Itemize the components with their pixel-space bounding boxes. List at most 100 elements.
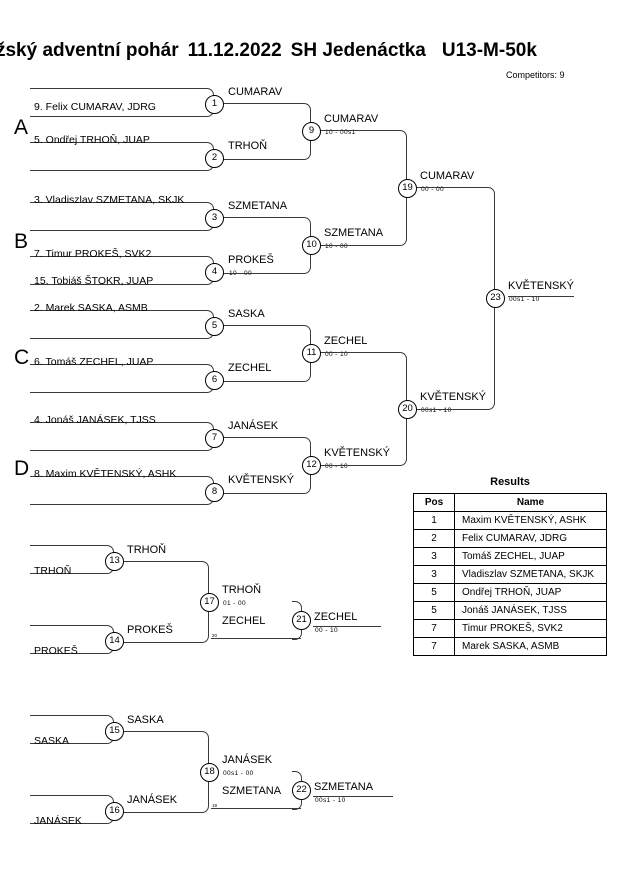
result-position: 3 — [413, 565, 455, 584]
match-8-number[interactable]: 8 — [205, 483, 224, 502]
match-14-winner: PROKEŠ — [127, 624, 173, 636]
match-14-feed: PROKEŠ — [34, 645, 78, 657]
match-6-number[interactable]: 6 — [205, 371, 224, 390]
match-16-feed: JANÁSEK — [34, 815, 82, 827]
match-4-winner: PROKEŠ — [228, 254, 274, 266]
match-2-winner: TRHOŇ — [228, 140, 268, 152]
match-9-score: 10 - 00s1 — [325, 129, 356, 136]
match-16-winner: JANÁSEK — [127, 794, 178, 806]
match-1-winner: CUMARAV — [228, 86, 283, 98]
match-17-score: 01 - 00 — [223, 600, 247, 607]
match-18-winner: JANÁSEK — [222, 754, 273, 766]
match-10-bracket — [222, 217, 311, 274]
result-name: Marek SASKA, ASMB — [454, 637, 607, 656]
match-2-bracket — [30, 142, 214, 171]
event-name: ražský adventní pohár — [0, 40, 179, 61]
match-13-number[interactable]: 13 — [105, 552, 124, 571]
entrant-3-name: 3. Vladiszlav SZMETANA, SKJK — [34, 194, 185, 206]
match-20-score: 00s1 - 10 — [421, 407, 452, 414]
match-11-score: 00 - 10 — [325, 351, 349, 358]
results-col-name: Name — [454, 493, 607, 512]
match-22-opponent: SZMETANA — [222, 785, 282, 797]
match-7-number[interactable]: 7 — [205, 429, 224, 448]
results-header-row: Pos Name — [413, 493, 607, 512]
match-10-number[interactable]: 10 — [302, 236, 321, 255]
entrant-6-name: 2. Marek SASKA, ASMB — [34, 302, 148, 314]
match-23-score: 00s1 - 10 — [509, 296, 540, 303]
result-position: 3 — [413, 547, 455, 566]
match-12-bracket — [222, 437, 311, 494]
match-17-winner: TRHOŇ — [222, 584, 262, 596]
match-20-number[interactable]: 20 — [398, 400, 417, 419]
group-label-c: C — [14, 346, 30, 369]
event-category: U13-M-50k — [441, 40, 537, 61]
match-21-number[interactable]: 21 — [292, 611, 311, 630]
match-10-score: 10 - 00 — [325, 243, 349, 250]
match-7-bracket — [30, 422, 214, 451]
match-13-winner: TRHOŇ — [127, 544, 167, 556]
match-21-score: 00 - 10 — [315, 627, 339, 634]
group-label-b: B — [14, 230, 29, 253]
match-20-winner: KVĚTENSKÝ — [420, 391, 487, 403]
match-10-winner: SZMETANA — [324, 227, 384, 239]
event-date: 11.12.2022 — [187, 40, 282, 61]
match-21-lower-line — [211, 638, 301, 639]
match-16-number[interactable]: 16 — [105, 802, 124, 821]
match-23-bracket — [416, 187, 495, 410]
match-19-bracket — [320, 130, 407, 246]
entrant-7-name: 6. Tomáš ZECHEL, JUAP — [34, 356, 154, 368]
match-23-winner-underline — [508, 296, 574, 297]
result-position: 5 — [413, 583, 455, 602]
match-9-winner: CUMARAV — [324, 113, 379, 125]
result-position: 5 — [413, 601, 455, 620]
match-5-winner: SASKA — [228, 308, 265, 320]
match-14-number[interactable]: 14 — [105, 632, 124, 651]
page-title: ražský adventní pohár 11.12.2022 SH Jedená… — [0, 40, 630, 62]
match-15-feed: SASKA — [34, 735, 70, 747]
results-col-pos: Pos — [413, 493, 455, 512]
result-name: Maxim KVĚTENSKÝ, ASHK — [454, 511, 607, 530]
match-23-number[interactable]: 23 — [486, 289, 505, 308]
entrant-8-name: 4. Jonáš JANÁSEK, TJSS — [34, 414, 156, 426]
match-3-number[interactable]: 3 — [205, 209, 224, 228]
result-name: Jonáš JANÁSEK, TJSS — [454, 601, 607, 620]
group-label-a: A — [14, 116, 29, 139]
match-11-winner: ZECHEL — [324, 335, 368, 347]
match-21-winner-underline — [313, 626, 381, 627]
match-12-winner: KVĚTENSKÝ — [324, 447, 391, 459]
match-12-number[interactable]: 12 — [302, 456, 321, 475]
match-7-winner: JANÁSEK — [228, 420, 279, 432]
match-3-bracket — [30, 202, 214, 231]
match-15-number[interactable]: 15 — [105, 722, 124, 741]
match-1-number[interactable]: 1 — [205, 95, 224, 114]
match-9-number[interactable]: 9 — [302, 122, 321, 141]
match-22-number[interactable]: 22 — [292, 781, 311, 800]
match-19-number[interactable]: 19 — [398, 179, 417, 198]
match-2-number[interactable]: 2 — [205, 149, 224, 168]
result-name: Tomáš ZECHEL, JUAP — [454, 547, 607, 566]
match-5-number[interactable]: 5 — [205, 317, 224, 336]
event-venue: SH Jedenáctka — [290, 40, 426, 61]
match-11-number[interactable]: 11 — [302, 344, 321, 363]
match-12-score: 00 - 10 — [325, 463, 349, 470]
match-3-winner: SZMETANA — [228, 200, 288, 212]
competitors-count: Competitors: 9 — [506, 70, 565, 80]
match-21-opponent-ref: 20 — [212, 633, 218, 638]
match-23-winner: KVĚTENSKÝ — [508, 280, 575, 292]
match-4-number[interactable]: 4 — [205, 263, 224, 282]
match-22-opponent-ref: 19 — [212, 803, 218, 808]
match-21-opponent: ZECHEL — [222, 615, 266, 627]
match-17-number[interactable]: 17 — [200, 593, 219, 612]
match-18-number[interactable]: 18 — [200, 763, 219, 782]
entrant-5-name: 15. Tobiáš ŠTOKR, JUAP — [34, 275, 154, 287]
results-title: Results — [490, 476, 530, 488]
